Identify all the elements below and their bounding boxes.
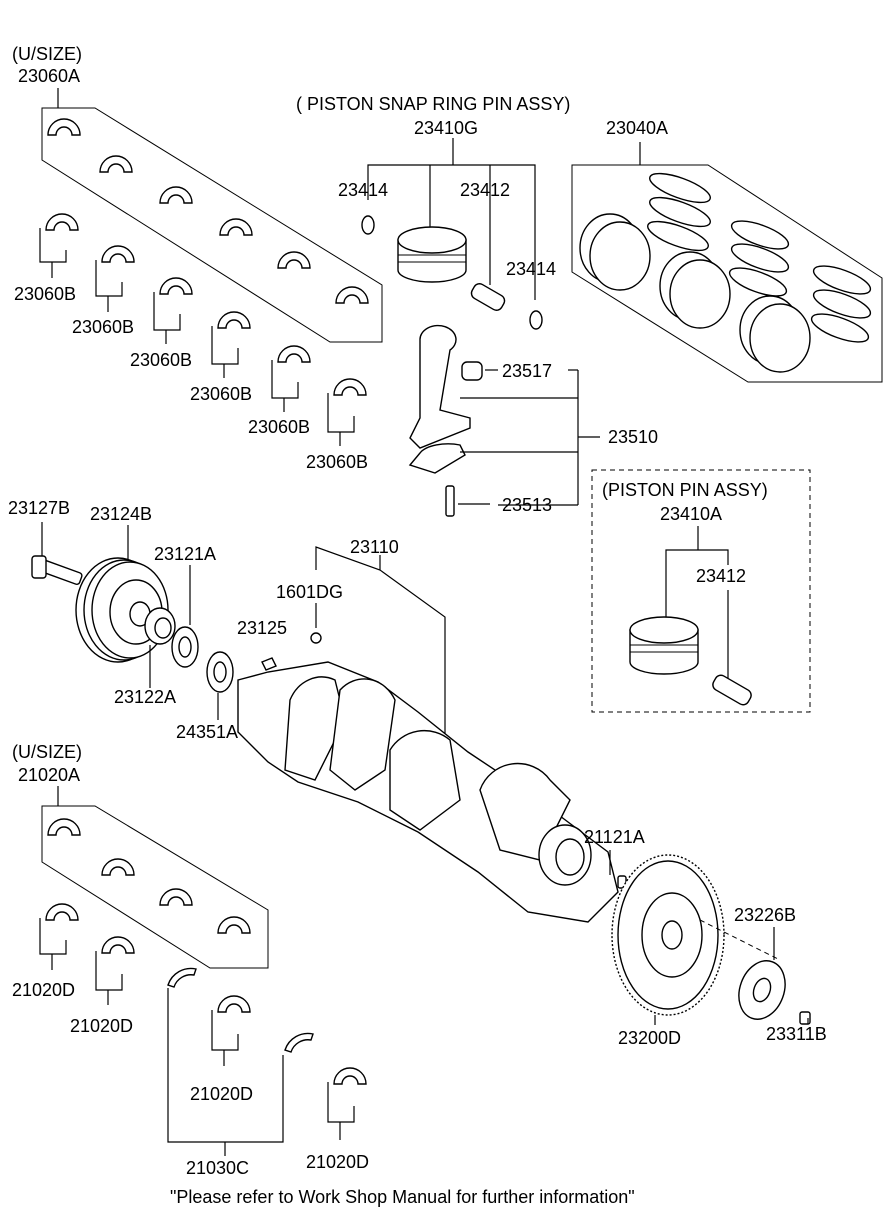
label-23513: 23513 (502, 495, 552, 515)
label-23124B: 23124B (90, 504, 152, 524)
bearing-shells-21020D (39, 903, 367, 1140)
label-23200D: 23200D (618, 1028, 681, 1048)
label-23125: 23125 (237, 618, 287, 638)
label-21020D-3: 21020D (190, 1084, 253, 1104)
bearing-set-23060A (41, 88, 383, 343)
footer-note: "Please refer to Work Shop Manual for fu… (170, 1187, 635, 1207)
flywheel-23200D (611, 854, 811, 1025)
label-23110: 23110 (350, 537, 399, 557)
label-23127B: 23127B (8, 498, 70, 518)
part-labels: (U/SIZE) 23060A 23060B 23060B 23060B 230… (8, 44, 827, 1207)
thrust-washers-21030C (167, 967, 314, 1156)
label-usize-bottom: (U/SIZE) (12, 742, 82, 762)
label-23060B-1: 23060B (14, 284, 76, 304)
label-23510: 23510 (608, 427, 658, 447)
label-23060B-5: 23060B (248, 417, 310, 437)
label-usize-top: (U/SIZE) (12, 44, 82, 64)
label-1601DG: 1601DG (276, 582, 343, 602)
label-23226B: 23226B (734, 905, 796, 925)
label-23414-a: 23414 (338, 180, 388, 200)
label-snap-ring-assy: ( PISTON SNAP RING PIN ASSY) (296, 94, 570, 114)
label-21020D-2: 21020D (70, 1016, 133, 1036)
label-pin-assy: (PISTON PIN ASSY) (602, 480, 768, 500)
label-21030C: 21030C (186, 1158, 249, 1178)
label-23060A: 23060A (18, 66, 80, 86)
bearing-shells-23060B (39, 213, 367, 446)
label-23412-a: 23412 (460, 180, 510, 200)
label-23412-b: 23412 (696, 566, 746, 586)
connecting-rod-23510 (408, 324, 600, 517)
label-23060B-3: 23060B (130, 350, 192, 370)
label-23060B-6: 23060B (306, 452, 368, 472)
piston-pin-assembly-23410A (591, 469, 811, 713)
label-23060B-2: 23060B (72, 317, 134, 337)
label-23040A: 23040A (606, 118, 668, 138)
label-21121A: 21121A (584, 827, 645, 847)
label-21020A: 21020A (18, 765, 80, 785)
label-23414-b: 23414 (506, 259, 556, 279)
label-23517: 23517 (502, 361, 552, 381)
label-21020D-4: 21020D (306, 1152, 369, 1172)
label-23410A: 23410A (660, 504, 722, 524)
crank-pulley-group (31, 522, 277, 720)
label-21020D-1: 21020D (12, 980, 75, 1000)
crankshaft-23110 (237, 546, 627, 923)
label-23121A: 23121A (154, 544, 216, 564)
label-23410G: 23410G (414, 118, 478, 138)
piston-assembly-23410G (361, 138, 543, 330)
piston-rings-23040A (571, 142, 883, 383)
bearing-set-21020A (41, 786, 269, 969)
label-23060B-4: 23060B (190, 384, 252, 404)
label-23311B: 23311B (766, 1024, 827, 1044)
label-24351A: 24351A (176, 722, 238, 742)
label-23122A: 23122A (114, 687, 176, 707)
